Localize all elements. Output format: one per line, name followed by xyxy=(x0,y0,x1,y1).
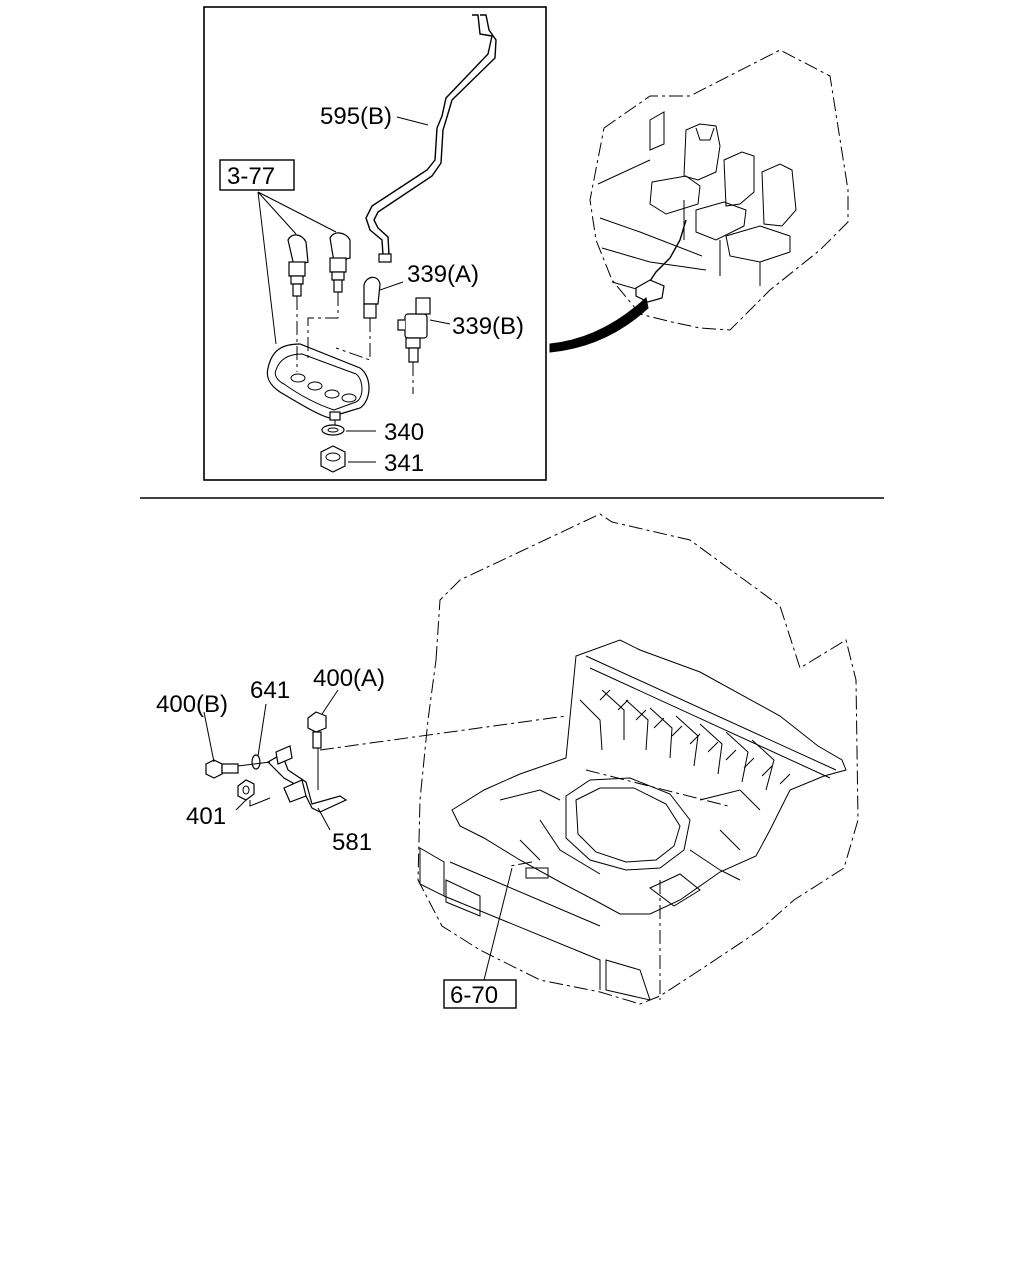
label-6-70: 6-70 xyxy=(450,982,498,1009)
connector-left xyxy=(287,234,309,297)
label-641: 641 xyxy=(250,677,290,704)
label-340: 340 xyxy=(384,419,424,446)
t-fitting-339b xyxy=(397,297,431,363)
label-339a: 339(A) xyxy=(407,261,479,288)
ref-box-3-77 xyxy=(219,159,295,191)
label-401: 401 xyxy=(186,803,226,830)
bracket-assembly: 400(B) 641 400(A) 401 581 xyxy=(156,665,385,856)
label-400a: 400(A) xyxy=(313,665,385,692)
bolt-400b xyxy=(205,759,239,779)
label-581: 581 xyxy=(332,829,372,856)
label-3-77: 3-77 xyxy=(227,163,275,190)
base-plate xyxy=(266,343,370,421)
detail-panel: 595(B) 3-77 339(A) 339(B) 340 341 xyxy=(203,6,547,481)
nut-341 xyxy=(320,445,346,473)
washer-340 xyxy=(321,424,345,436)
label-595b: 595(B) xyxy=(320,103,392,130)
bolt-400a xyxy=(307,711,327,749)
hose-595b xyxy=(365,14,497,263)
label-341: 341 xyxy=(384,450,424,477)
nut-401 xyxy=(237,779,255,801)
cab-floor-view xyxy=(319,513,859,1005)
bracket-581 xyxy=(267,745,348,813)
label-400b: 400(B) xyxy=(156,691,228,718)
elbow-339a xyxy=(363,276,381,319)
detail-arrow xyxy=(549,297,649,353)
washer-641 xyxy=(251,754,261,770)
leader-6-70 xyxy=(483,867,513,981)
cab-interior-view xyxy=(549,49,849,353)
ref-box-6-70 xyxy=(443,979,517,1009)
label-339b: 339(B) xyxy=(452,313,524,340)
connector-mid xyxy=(329,232,351,293)
